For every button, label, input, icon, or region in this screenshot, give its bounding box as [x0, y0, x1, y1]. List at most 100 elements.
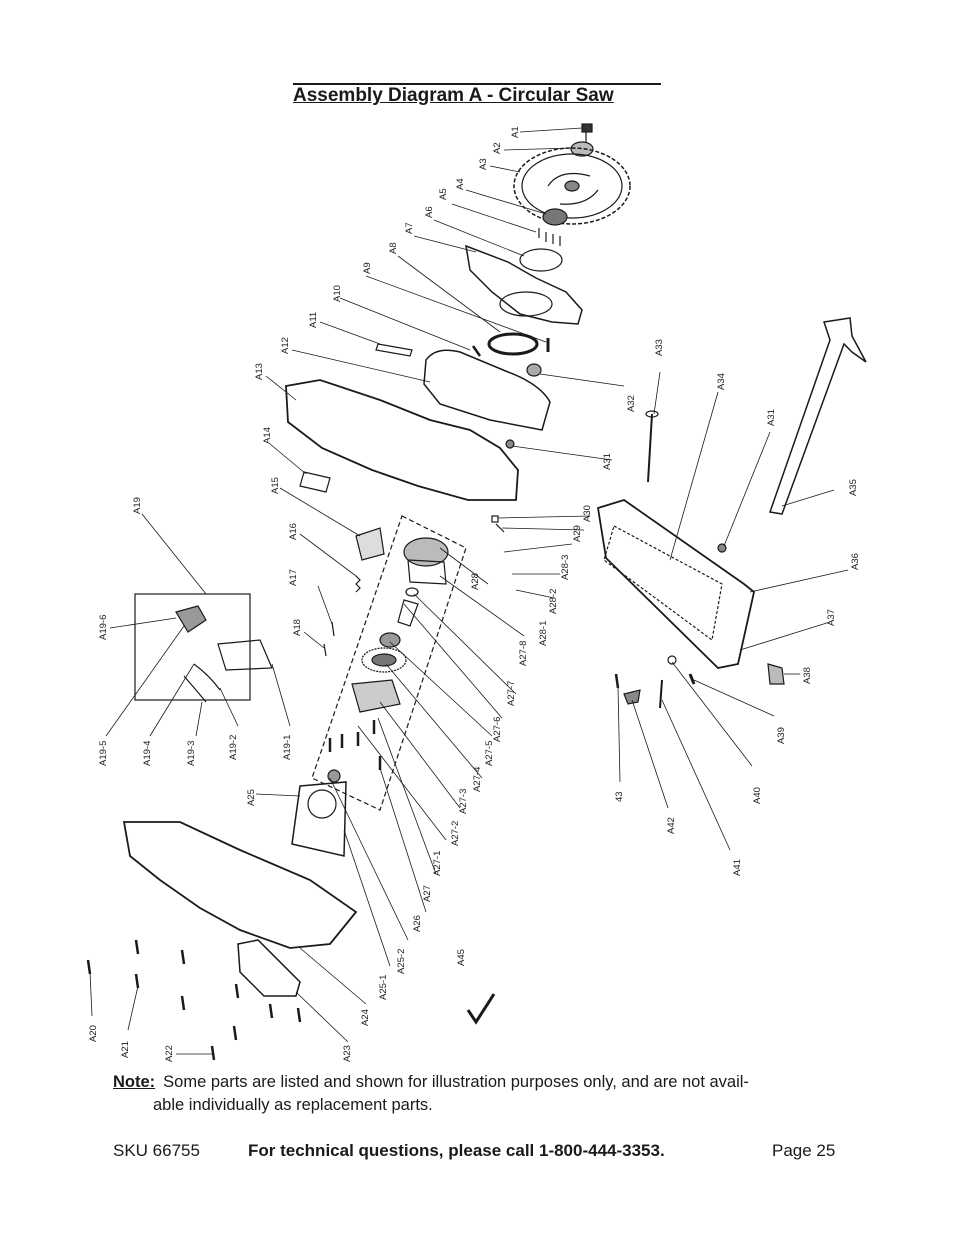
- label-a22: A22: [164, 1045, 175, 1062]
- label-a19-4: A19-4: [142, 741, 153, 766]
- label-a27-8: A27-8: [518, 641, 529, 666]
- hex-key-part: [466, 993, 496, 1025]
- label-43: 43: [614, 791, 625, 802]
- label-a45: A45: [456, 949, 467, 966]
- bushing-part: [526, 363, 542, 377]
- label-a14: A14: [262, 427, 273, 444]
- spring-part-2: [688, 673, 696, 685]
- label-a27-3: A27-3: [458, 789, 469, 814]
- label-a18: A18: [292, 619, 303, 636]
- label-a13: A13: [254, 363, 265, 380]
- label-a27-6: A27-6: [492, 717, 503, 742]
- label-a27-4: A27-4: [472, 767, 483, 792]
- label-a25-1: A25-1: [378, 975, 389, 1000]
- pivot-bolt-part: [659, 679, 663, 709]
- label-a27-2: A27-2: [450, 821, 461, 846]
- label-a25-2: A25-2: [396, 949, 407, 974]
- label-a19-5: A19-5: [98, 741, 109, 766]
- label-a1: A1: [510, 126, 521, 138]
- outer-washer-part: [570, 141, 594, 157]
- label-a11: A11: [308, 312, 319, 328]
- label-a34: A34: [716, 373, 727, 390]
- washer-part: [667, 655, 677, 665]
- motor-part: [291, 769, 347, 857]
- label-a19-1: A19-1: [282, 735, 293, 760]
- label-a31-upper: A31: [602, 453, 613, 470]
- inner-flange-part: [542, 208, 568, 226]
- switch-part: [355, 527, 385, 561]
- gearbox-parts: [351, 537, 449, 713]
- label-a27-5: A27-5: [484, 741, 495, 766]
- tab-part: [491, 515, 499, 523]
- label-a29: A29: [572, 525, 583, 542]
- label-a19-2: A19-2: [228, 735, 239, 760]
- housing-part: [285, 379, 519, 501]
- label-strip-part: [375, 343, 413, 357]
- footer-tech-support: For technical questions, please call 1-8…: [248, 1141, 665, 1160]
- label-a15: A15: [270, 477, 281, 494]
- label-a12: A12: [280, 337, 291, 354]
- guard-screws-part: [538, 228, 561, 246]
- label-a9: A9: [362, 262, 373, 274]
- label-a27-1: A27-1: [432, 851, 443, 876]
- label-a2: A2: [492, 142, 503, 154]
- label-a39: A39: [776, 727, 787, 744]
- label-a24: A24: [360, 1009, 371, 1026]
- leaf-part: [323, 643, 327, 657]
- label-a38: A38: [802, 667, 813, 684]
- label-a21: A21: [120, 1041, 131, 1058]
- label-a42: A42: [666, 817, 677, 834]
- lever-part: [623, 689, 641, 705]
- label-a27: A27: [422, 885, 433, 902]
- label-a27-7: A27-7: [506, 681, 517, 706]
- label-a3: A3: [478, 158, 489, 170]
- label-a41: A41: [732, 859, 743, 876]
- motor-housing-part: [122, 821, 358, 949]
- label-a8: A8: [388, 242, 399, 254]
- footer-sku: SKU 66755: [113, 1141, 200, 1160]
- title-rule: [293, 83, 661, 85]
- a19-group-box: [134, 593, 251, 701]
- label-a37: A37: [826, 609, 837, 626]
- label-a6: A6: [424, 206, 435, 218]
- label-a30: A30: [582, 505, 593, 522]
- knob-part: [767, 663, 785, 685]
- saw-blade-part: [513, 147, 631, 225]
- screw-part-43: [614, 673, 620, 689]
- label-a20: A20: [88, 1025, 99, 1042]
- label-a5: A5: [438, 188, 449, 200]
- warning-label-part: [299, 471, 331, 493]
- label-a28-1: A28-1: [538, 621, 549, 646]
- label-a19-3: A19-3: [186, 741, 197, 766]
- assembly-diagram: A1 A2 A3 A4 A5 A6 A7 A8 A9 A10 A11 A12 A…: [86, 123, 867, 1062]
- label-a36: A36: [850, 553, 861, 570]
- motor-screws-part: [328, 720, 382, 770]
- note-line-2: able individually as replacement parts.: [153, 1096, 433, 1114]
- guard-ring-part: [487, 332, 539, 356]
- gearbox-dashed-box: [311, 515, 467, 811]
- small-screw-part: [471, 345, 482, 357]
- label-a25: A25: [246, 789, 257, 806]
- note-block: Note: Some parts are listed and shown for…: [113, 1071, 853, 1117]
- label-a28-3: A28-3: [560, 555, 571, 580]
- label-a19-6: A19-6: [98, 615, 109, 640]
- pin-part: [331, 621, 335, 637]
- label-a23: A23: [342, 1045, 353, 1062]
- upper-guard-part: [423, 349, 551, 431]
- label-a32: A32: [626, 395, 637, 412]
- label-a35: A35: [848, 479, 859, 496]
- label-a31-lower: A31: [766, 409, 777, 426]
- spring-part: [355, 575, 361, 593]
- rip-fence-part: [768, 317, 867, 515]
- label-a16: A16: [288, 523, 299, 540]
- note-label: Note:: [113, 1073, 156, 1091]
- lower-guard-part: [465, 244, 583, 325]
- label-a19: A19: [132, 497, 143, 514]
- label-a28: A28: [470, 573, 481, 590]
- note-line-1: Some parts are listed and shown for illu…: [163, 1073, 749, 1091]
- label-a26: A26: [412, 915, 423, 932]
- nut-part: [505, 439, 515, 449]
- label-a4: A4: [455, 178, 466, 190]
- label-a17: A17: [288, 569, 299, 586]
- label-a10: A10: [332, 285, 343, 302]
